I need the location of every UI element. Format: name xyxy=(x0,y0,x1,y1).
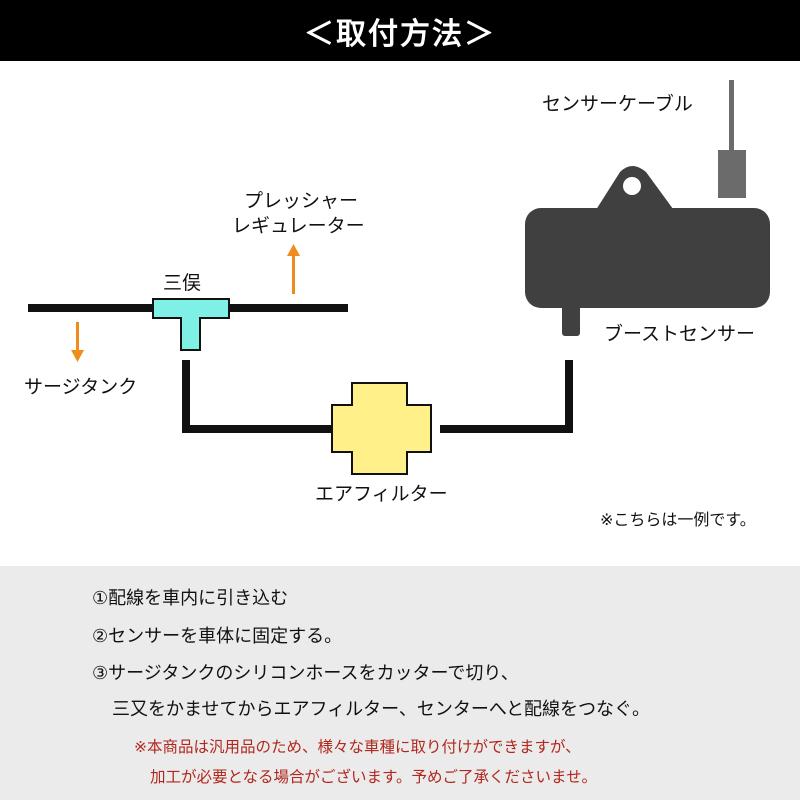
arrow-to-pressure-regulator xyxy=(287,244,300,294)
main-hose-left xyxy=(28,304,156,312)
sensor-port xyxy=(562,302,580,336)
tee-fitting xyxy=(152,298,230,351)
step-3: ③サージタンクのシリコンホースをカッターで切り、 xyxy=(92,663,519,684)
hose-sensor-vertical xyxy=(565,360,573,433)
boost-sensor xyxy=(525,166,770,336)
step-3-continued: 三又をかませてからエアフィルター、センターへと配線をつなぐ。 xyxy=(112,699,651,720)
sensor-cable-wire xyxy=(729,80,734,156)
sensor-cable-label: センサーケーブル xyxy=(542,92,693,115)
page-title: ＜取付方法＞ xyxy=(304,16,496,52)
tee-label: 三俣 xyxy=(163,272,201,294)
note-line-2: 加工が必要となる場合がございます。予めご了承くださいませ。 xyxy=(150,768,598,786)
main-hose-right xyxy=(230,304,348,312)
surge-tank-label: サージタンク xyxy=(24,376,137,398)
arrow-to-surge-tank xyxy=(71,322,84,362)
air-filter-label: エアフィルター xyxy=(315,483,448,505)
pressure-regulator-label-2: レギュレーター xyxy=(232,215,365,237)
boost-sensor-label: ブーストセンサー xyxy=(604,322,755,345)
sensor-cable-plug xyxy=(718,150,746,198)
branch-hose-to-filter xyxy=(182,425,335,433)
instructions-panel: ①配線を車内に引き込む ②センサーを車体に固定する。 ③サージタンクのシリコンホ… xyxy=(0,566,800,800)
page-header: ＜取付方法＞ xyxy=(0,0,800,61)
step-2: ②センサーを車体に固定する。 xyxy=(92,626,343,647)
example-note: ※こちらは一例です。 xyxy=(600,510,756,529)
sensor-mount-hole xyxy=(623,177,641,195)
installation-diagram: 三俣 エアフィルター サージタンク プレッシャー レギュレーター ブーストセンサ… xyxy=(24,80,770,529)
sensor-body xyxy=(525,208,770,308)
air-filter xyxy=(331,382,432,475)
pressure-regulator-label-1: プレッシャー xyxy=(244,190,358,212)
hose-filter-to-sensor xyxy=(440,425,573,433)
branch-hose-down xyxy=(182,360,190,433)
note-line-1: ※本商品は汎用品のため、様々な車種に取り付けができますが、 xyxy=(134,738,581,756)
step-1: ①配線を車内に引き込む xyxy=(92,588,289,609)
